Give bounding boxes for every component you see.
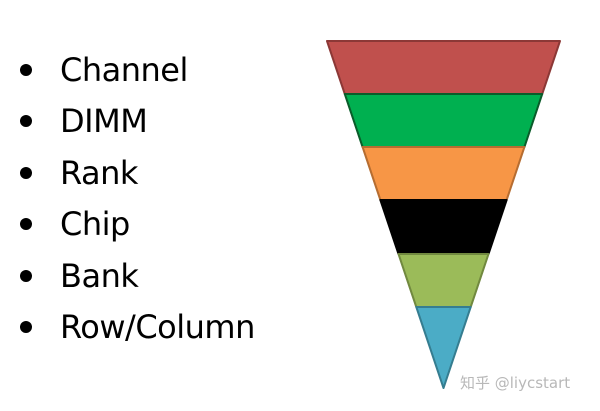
list-item: Row/Column — [18, 302, 255, 354]
list-item-label: Channel — [60, 50, 188, 89]
list-item: DIMM — [18, 96, 255, 148]
list-item-label: Rank — [60, 153, 138, 192]
funnel-band-row-column — [415, 306, 472, 389]
bullet-icon — [20, 269, 32, 282]
watermark: 知乎 @liycstart — [460, 374, 571, 392]
list-item: Channel — [18, 44, 255, 96]
funnel-band-bank — [397, 253, 490, 308]
funnel-band-chip — [379, 199, 508, 255]
bullet-icon — [20, 115, 32, 128]
bullet-icon — [20, 321, 32, 334]
bullet-icon — [20, 166, 32, 179]
list-item-label: Bank — [60, 256, 139, 295]
list-item-label: Chip — [60, 205, 130, 244]
funnel-band-dimm — [343, 93, 544, 148]
hierarchy-list: Channel DIMM Rank Chip Bank Row/Column — [18, 44, 255, 353]
bullet-icon — [20, 218, 32, 231]
list-item: Rank — [18, 147, 255, 199]
bullet-icon — [20, 63, 32, 76]
list-item-label: DIMM — [60, 102, 148, 141]
list-item: Chip — [18, 199, 255, 251]
funnel-band-rank — [361, 146, 526, 201]
list-item-label: Row/Column — [60, 308, 255, 347]
funnel-band-channel — [326, 40, 561, 95]
list-item: Bank — [18, 250, 255, 302]
